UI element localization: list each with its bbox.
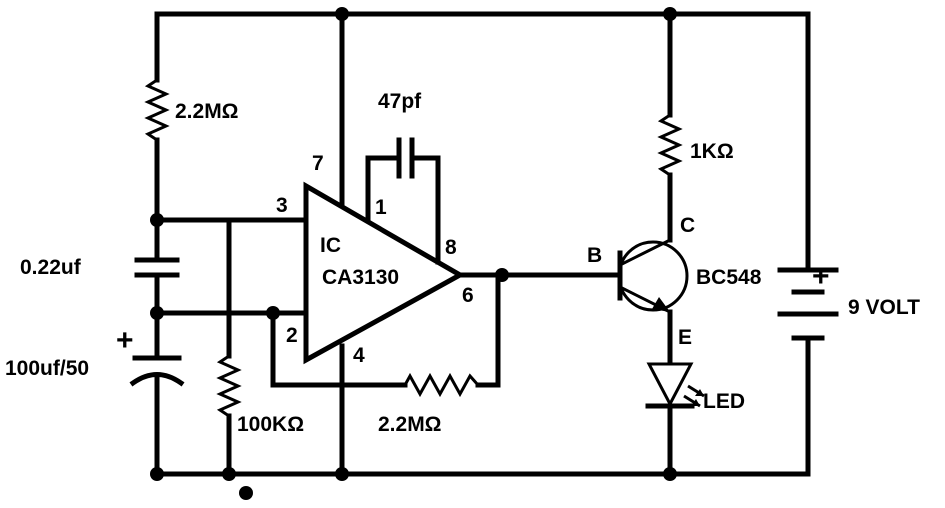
label-pin-3: 3 [276,194,288,217]
resistor-1k [657,113,683,177]
label-emitter: E [678,326,692,349]
bottom-rail [150,467,811,500]
label-cap-022: 0.22uf [20,256,82,279]
top-rail [154,7,811,21]
label-base: B [587,244,602,267]
label-cap-100: 100uf/50 [5,357,89,380]
resistor-feedback [403,372,480,398]
label-pin-8: 8 [445,236,457,259]
label-cap-47pf: 47pf [378,90,422,113]
label-battery-plus: + [812,260,830,293]
label-transistor: BC548 [696,266,762,289]
label-pin-6: 6 [462,284,474,307]
label-r-top: 2.2MΩ [175,100,239,123]
resistor-top [144,78,170,142]
left-column [129,11,185,477]
label-pin-4: 4 [353,344,365,367]
label-ic: IC [320,234,341,257]
label-pin-7: 7 [312,152,324,175]
junction-dot [495,268,509,282]
labels: 2.2MΩ 47pf 1KΩ 7 1 3 8 2 6 4 IC CA3130 0… [5,90,920,436]
label-r-feedback: 2.2MΩ [378,413,442,436]
label-cap-plus: + [116,324,134,357]
label-pin-2: 2 [286,324,298,347]
label-ic-part: CA3130 [322,266,399,289]
transistor-bc548 [617,240,689,312]
battery-9v [777,11,839,477]
ground-dot [239,486,253,500]
emitter-arrow [652,297,670,312]
label-led: LED [703,390,745,413]
label-r-1k: 1KΩ [690,140,734,163]
input-wiring [154,217,501,477]
resistor-100k [216,354,242,418]
led-diode [646,362,694,408]
label-r-100k: 100KΩ [237,413,304,436]
transistor-branch [617,11,705,477]
label-battery: 9 VOLT [848,296,920,319]
label-collector: C [680,214,695,237]
op-amp-ca3130 [303,11,623,477]
label-pin-1: 1 [375,196,387,219]
